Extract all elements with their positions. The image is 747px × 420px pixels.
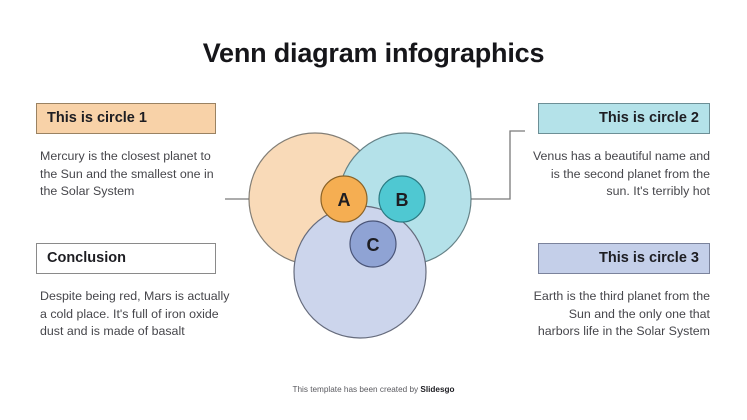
venn-badge-b[interactable]: B — [378, 175, 426, 223]
footer-credit-text: This template has been created by — [292, 385, 421, 394]
panel-heading-circle3[interactable]: This is circle 3 — [538, 243, 710, 274]
panel-heading-circle1[interactable]: This is circle 1 — [36, 103, 216, 134]
panel-body-circle2: Venus has a beautiful name and is the se… — [532, 149, 710, 198]
panel-body-circle3: Earth is the third planet from the Sun a… — [533, 289, 710, 338]
venn-diagram: A B C — [225, 130, 525, 339]
venn-badge-b-circle — [378, 175, 426, 223]
connector-line-circle2 — [471, 130, 525, 200]
venn-badge-a-label: A — [338, 190, 351, 210]
panel-heading-circle2[interactable]: This is circle 2 — [538, 103, 710, 134]
footer-credit-brand[interactable]: Slidesgo — [420, 385, 455, 394]
venn-badge-c[interactable]: C — [349, 220, 397, 268]
page-title: Venn diagram infographics — [202, 38, 545, 68]
venn-badge-c-circle — [349, 220, 397, 268]
venn-badge-c-label: C — [367, 235, 380, 255]
panel-body-circle1: Mercury is the closest planet to the Sun… — [40, 149, 214, 198]
panel-heading-conclusion[interactable]: Conclusion — [36, 243, 216, 274]
panel-body-conclusion: Despite being red, Mars is actually a co… — [40, 289, 230, 338]
footer-credit: This template has been created by Slides… — [0, 385, 747, 394]
venn-badge-b-label: B — [396, 190, 409, 210]
venn-badge-a-circle — [320, 175, 368, 223]
connector-line-circle1 — [225, 198, 249, 200]
venn-badge-a[interactable]: A — [320, 175, 368, 223]
